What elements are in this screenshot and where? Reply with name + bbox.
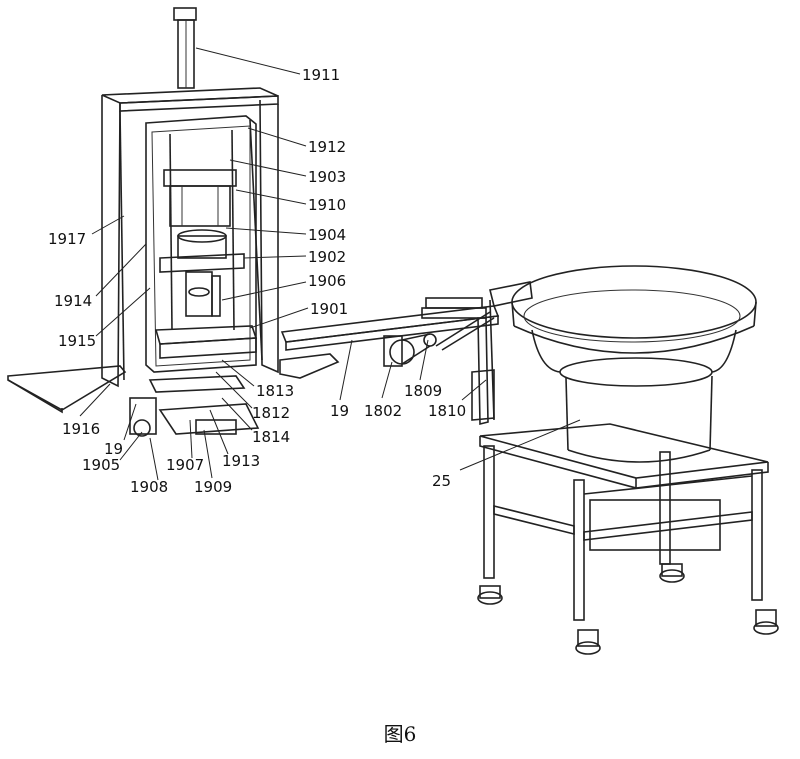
- vibratory-bowl: [477, 265, 779, 655]
- label-1903: 1903: [308, 168, 346, 186]
- label-1908: 1908: [130, 478, 168, 496]
- label-1912: 1912: [308, 138, 346, 156]
- label-1809: 1809: [404, 382, 442, 400]
- label-1906: 1906: [308, 272, 346, 290]
- label-1814: 1814: [252, 428, 290, 446]
- part-labels: 1911 1912 1903 1910 1904 1902 1906 1901 …: [48, 66, 466, 496]
- label-1813: 1813: [256, 382, 294, 400]
- label-1917: 1917: [48, 230, 86, 248]
- label-1913: 1913: [222, 452, 260, 470]
- label-19-right: 19: [330, 402, 349, 420]
- feed-rail: [280, 297, 500, 426]
- leader-lines: [79, 47, 581, 481]
- label-1914: 1914: [54, 292, 92, 310]
- label-1910: 1910: [308, 196, 346, 214]
- label-19-left: 19: [104, 440, 123, 458]
- label-1907: 1907: [166, 456, 204, 474]
- label-1911: 1911: [302, 66, 340, 84]
- press-unit: [7, 7, 340, 437]
- label-1905: 1905: [82, 456, 120, 474]
- label-1916: 1916: [62, 420, 100, 438]
- label-1901: 1901: [310, 300, 348, 318]
- label-1902: 1902: [308, 248, 346, 266]
- figure-caption: 图6: [383, 722, 417, 746]
- label-1810: 1810: [428, 402, 466, 420]
- label-25: 25: [432, 472, 451, 490]
- label-1909: 1909: [194, 478, 232, 496]
- label-1904: 1904: [308, 226, 346, 244]
- label-1812: 1812: [252, 404, 290, 422]
- label-1915: 1915: [58, 332, 96, 350]
- label-1802: 1802: [364, 402, 402, 420]
